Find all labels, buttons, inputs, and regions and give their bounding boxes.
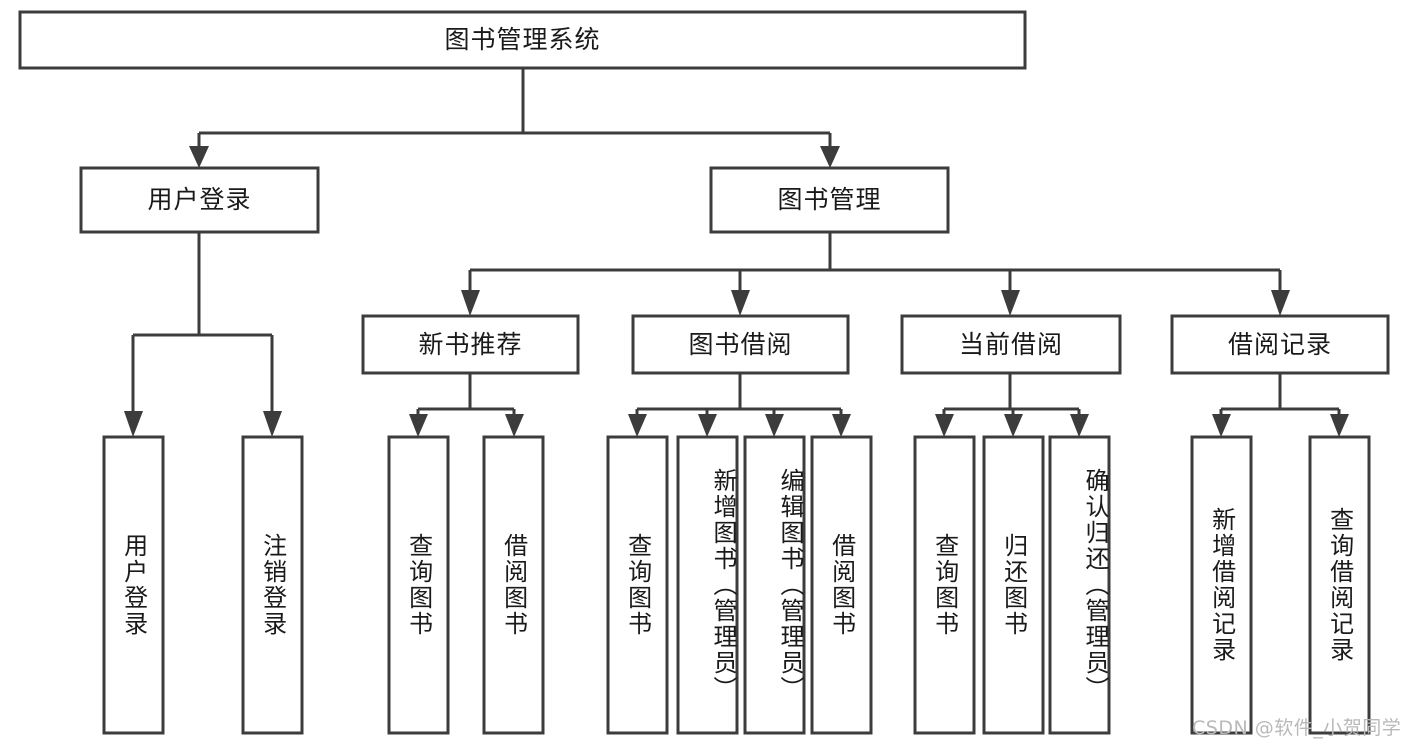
leaf-box-edit-book[interactable] bbox=[743, 435, 806, 735]
leaf-box-add-record[interactable] bbox=[1190, 435, 1253, 735]
leaf-box-query-book-1[interactable] bbox=[387, 435, 450, 735]
node-box-book-borrow[interactable] bbox=[631, 314, 850, 375]
arrow-head-leaf-add-record bbox=[1212, 414, 1231, 437]
arrow-head-leaf-borrow-book-2 bbox=[832, 414, 851, 437]
arrow-head-leaf-edit-book bbox=[765, 414, 784, 437]
arrow-head-book-manage bbox=[820, 146, 840, 168]
arrow-head-leaf-add-book bbox=[698, 414, 717, 437]
arrow-head-leaf-confirm-return bbox=[1070, 414, 1089, 437]
node-box-new-book-recommend[interactable] bbox=[361, 314, 580, 375]
arrow-head-leaf-borrow-book-1 bbox=[505, 414, 524, 437]
arrow-head-leaf-query-book-3 bbox=[935, 414, 954, 437]
arrow-head-user-login bbox=[189, 146, 209, 168]
arrow-head-leaf-query-record bbox=[1330, 414, 1349, 437]
leaf-box-return-book[interactable] bbox=[982, 435, 1045, 735]
arrow-head-book-borrow bbox=[731, 290, 750, 316]
arrow-head-new-book-recommend bbox=[461, 290, 480, 316]
leaf-box-query-record[interactable] bbox=[1308, 435, 1371, 735]
leaf-box-user-login[interactable] bbox=[102, 435, 165, 735]
leaf-box-borrow-book-1[interactable] bbox=[482, 435, 545, 735]
arrow-head-leaf-query-book-1 bbox=[409, 414, 428, 437]
leaf-box-logout-login[interactable] bbox=[241, 435, 304, 735]
node-box-book-manage[interactable] bbox=[709, 166, 950, 234]
arrow-head-leaf-return-book bbox=[1004, 414, 1023, 437]
leaf-box-query-book-2[interactable] bbox=[606, 435, 669, 735]
arrow-head-leaf-query-book-2 bbox=[628, 414, 647, 437]
arrow-head-current-borrow bbox=[1001, 290, 1020, 316]
node-box-user-login[interactable] bbox=[79, 166, 320, 234]
leaf-box-confirm-return[interactable] bbox=[1048, 435, 1111, 735]
node-box-borrow-record[interactable] bbox=[1170, 314, 1390, 375]
node-box-root[interactable] bbox=[18, 10, 1027, 70]
leaf-box-add-book[interactable] bbox=[676, 435, 739, 735]
arrow-head-leaf-user-login bbox=[124, 411, 143, 437]
arrow-head-leaf-logout-login bbox=[263, 411, 282, 437]
leaf-box-borrow-book-2[interactable] bbox=[810, 435, 873, 735]
arrow-head-borrow-record bbox=[1271, 290, 1290, 316]
leaf-box-query-book-3[interactable] bbox=[913, 435, 976, 735]
node-box-current-borrow[interactable] bbox=[900, 314, 1122, 375]
